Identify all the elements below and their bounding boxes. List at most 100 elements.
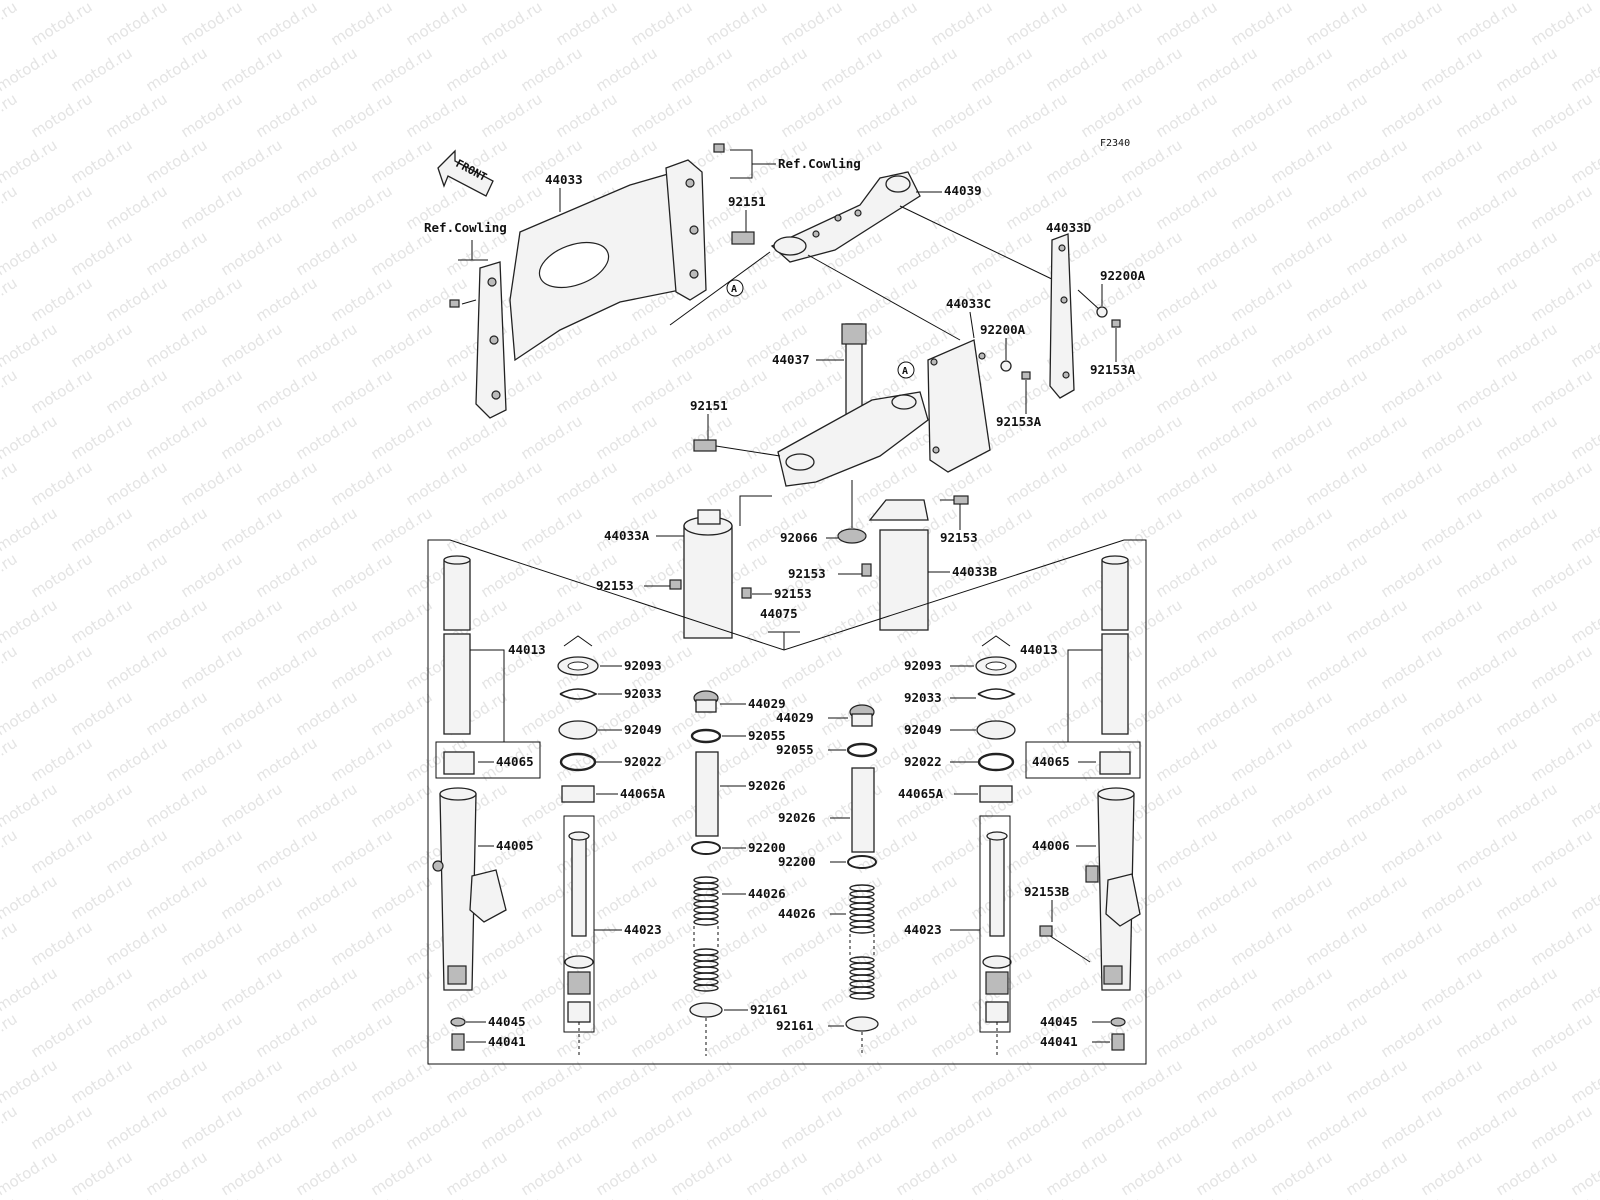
- watermark-text: motod.ru: [1303, 0, 1371, 49]
- label-92033-right: 92033: [904, 690, 942, 705]
- watermark-text: motod.ru: [0, 734, 20, 786]
- watermark-text: motod.ru: [443, 412, 511, 464]
- watermark-text: motod.ru: [178, 1010, 246, 1062]
- label-92033-left: 92033: [624, 686, 662, 701]
- watermark-text: motod.ru: [218, 320, 286, 372]
- watermark-text: motod.ru: [0, 366, 20, 418]
- watermark-text: motod.ru: [968, 1056, 1036, 1108]
- label-92153B: 92153B: [1024, 884, 1070, 899]
- label-92153-c: 92153: [596, 578, 634, 593]
- watermark-text: motod.ru: [1153, 274, 1221, 326]
- watermark-text: motod.ru: [1228, 1102, 1296, 1154]
- watermark-text: motod.ru: [1528, 826, 1596, 878]
- watermark-text: motod.ru: [1268, 320, 1336, 372]
- watermark-text: motod.ru: [593, 1056, 661, 1108]
- watermark-text: motod.ru: [703, 90, 771, 142]
- watermark-text: motod.ru: [1268, 44, 1336, 96]
- watermark-text: motod.ru: [1453, 90, 1521, 142]
- watermark-text: motod.ru: [1493, 412, 1561, 464]
- watermark-text: motod.ru: [628, 458, 696, 510]
- label-92200-right: 92200: [778, 854, 816, 869]
- label-44026-left: 44026: [748, 886, 786, 901]
- watermark-text: motod.ru: [1528, 918, 1596, 970]
- watermark-text: motod.ru: [703, 1102, 771, 1154]
- seal-92161-right: [845, 1016, 879, 1032]
- bearing-92066: [837, 528, 867, 544]
- watermark-text: motod.ru: [1493, 872, 1561, 924]
- ref-bracket-left: [458, 240, 488, 261]
- watermark-text: motod.ru: [1528, 550, 1596, 602]
- watermark-text: motod.ru: [593, 320, 661, 372]
- bolt-icon: [693, 439, 717, 452]
- watermark-text: motod.ru: [1418, 872, 1486, 924]
- watermark-text: motod.ru: [1528, 734, 1596, 786]
- cover-44033C: [927, 339, 991, 473]
- watermark-text: motod.ru: [368, 504, 436, 556]
- watermark-text: motod.ru: [928, 1102, 996, 1154]
- watermark-text: motod.ru: [253, 182, 321, 234]
- watermark-text: motod.ru: [103, 826, 171, 878]
- watermark-text: motod.ru: [1378, 182, 1446, 234]
- watermark-text: motod.ru: [368, 228, 436, 280]
- watermark-text: motod.ru: [1153, 458, 1221, 510]
- watermark-text: motod.ru: [518, 1148, 586, 1200]
- bushing-44065-right: [1099, 751, 1131, 775]
- watermark-text: motod.ru: [1228, 366, 1296, 418]
- label-92161-right: 92161: [776, 1018, 814, 1033]
- watermark-text: motod.ru: [1268, 504, 1336, 556]
- watermark-text: motod.ru: [818, 1056, 886, 1108]
- watermark-text: motod.ru: [553, 366, 621, 418]
- watermark-text: motod.ru: [1343, 412, 1411, 464]
- label-44065A-right: 44065A: [898, 786, 944, 801]
- watermark-text: motod.ru: [293, 412, 361, 464]
- watermark-text: motod.ru: [628, 366, 696, 418]
- watermark-text: motod.ru: [1378, 1010, 1446, 1062]
- watermark-text: motod.ru: [368, 1148, 436, 1200]
- watermark-text: motod.ru: [743, 44, 811, 96]
- label-44033B: 44033B: [952, 564, 998, 579]
- watermark-text: motod.ru: [1418, 136, 1486, 188]
- watermark-text: motod.ru: [368, 1056, 436, 1108]
- watermark-text: motod.ru: [253, 550, 321, 602]
- svg-text:A: A: [731, 284, 737, 295]
- watermark-text: motod.ru: [368, 964, 436, 1016]
- watermark-text: motod.ru: [1418, 1148, 1486, 1200]
- watermark-text: motod.ru: [68, 136, 136, 188]
- watermark-text: motod.ru: [1453, 1102, 1521, 1154]
- watermark-text: motod.ru: [328, 918, 396, 970]
- watermark-text: motod.ru: [1078, 1102, 1146, 1154]
- label-44045-left: 44045: [488, 1014, 526, 1029]
- watermark-text: motod.ru: [1568, 596, 1600, 648]
- watermark-text: motod.ru: [178, 1102, 246, 1154]
- spring-coil: [693, 918, 719, 926]
- watermark-text: motod.ru: [1453, 182, 1521, 234]
- watermark-text: motod.ru: [178, 274, 246, 326]
- label-44045-right: 44045: [1040, 1014, 1078, 1029]
- watermark-text: motod.ru: [1153, 90, 1221, 142]
- watermark-text: motod.ru: [1418, 688, 1486, 740]
- washer-icon: [1000, 360, 1012, 372]
- label-44006: 44006: [1032, 838, 1070, 853]
- label-44033C: 44033C: [946, 296, 991, 311]
- watermark-text: motod.ru: [628, 90, 696, 142]
- watermark-text: motod.ru: [1193, 1056, 1261, 1108]
- watermark-text: motod.ru: [0, 136, 60, 188]
- damper-rod-44023-right: [982, 831, 1012, 1023]
- watermark-text: motod.ru: [893, 872, 961, 924]
- watermark-text: motod.ru: [0, 90, 20, 142]
- watermark-text: motod.ru: [1078, 90, 1146, 142]
- watermark-text: motod.ru: [368, 412, 436, 464]
- watermark-text: motod.ru: [143, 688, 211, 740]
- watermark-text: motod.ru: [368, 320, 436, 372]
- watermark-text: motod.ru: [1043, 1148, 1111, 1200]
- watermark-text: motod.ru: [403, 1194, 471, 1200]
- watermark-text: motod.ru: [1378, 642, 1446, 694]
- watermark-text: motod.ru: [328, 458, 396, 510]
- watermark-text: motod.ru: [103, 1102, 171, 1154]
- watermark-text: motod.ru: [403, 1102, 471, 1154]
- watermark-text: motod.ru: [1493, 44, 1561, 96]
- watermark-text: motod.ru: [1153, 0, 1221, 49]
- watermark-text: motod.ru: [253, 918, 321, 970]
- watermark-text: motod.ru: [1303, 458, 1371, 510]
- washer-44045-right: [1110, 1017, 1126, 1027]
